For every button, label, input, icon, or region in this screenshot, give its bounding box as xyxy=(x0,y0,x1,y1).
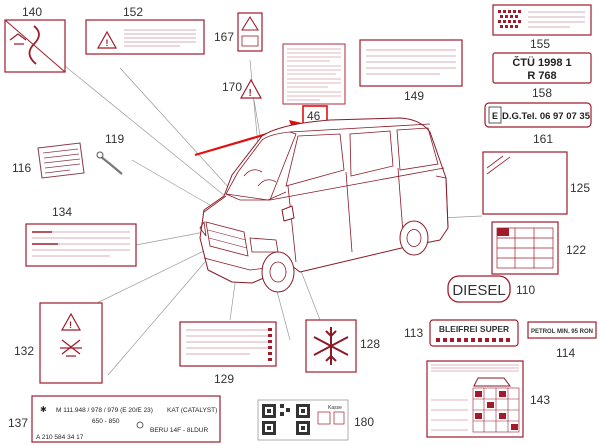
callout-119: 119 xyxy=(105,132,124,146)
label-46-plate xyxy=(282,43,346,105)
callout-180: 180 xyxy=(354,415,374,429)
van-icon xyxy=(473,377,511,387)
label-140: 140 xyxy=(4,5,66,73)
callout-125: 125 xyxy=(570,181,590,195)
catalyst-text: KAT (CATALYST) xyxy=(167,407,217,414)
engine-codes: M 111.948 / 978 / 979 (E 20/E 23) xyxy=(56,407,153,414)
callout-46: 46 xyxy=(307,109,321,123)
spring-icon xyxy=(28,25,40,65)
callout-140: 140 xyxy=(22,5,42,19)
label-167: 167 xyxy=(214,12,263,52)
diesel-text: DIESEL xyxy=(452,282,505,299)
warning-triangle-icon xyxy=(60,312,82,331)
callout-149: 149 xyxy=(404,89,424,103)
label-129: 129 xyxy=(179,321,277,386)
no-child-icon xyxy=(60,339,82,357)
snowflake-icon xyxy=(313,327,349,365)
label-158: ČTÜ 1998 1 R 768 158 xyxy=(492,52,592,100)
label-155: 155 xyxy=(492,4,592,51)
part-number: A 210 584 34 17 xyxy=(36,434,84,441)
callout-143: 143 xyxy=(530,393,550,407)
warning-triangle-icon xyxy=(241,15,259,31)
kasse-text: Kasse xyxy=(328,405,342,411)
label-114: PETROL MIN. 95 RON 114 xyxy=(527,321,597,360)
callout-134: 134 xyxy=(52,205,72,219)
label-170: 170 ! xyxy=(222,78,263,99)
callout-114: 114 xyxy=(556,346,575,360)
callout-116: 116 xyxy=(12,161,31,175)
qr-code-icon xyxy=(262,404,310,435)
rpm-range: 650 - 850 xyxy=(92,418,120,425)
callout-152: 152 xyxy=(123,5,143,19)
item-119: 119 xyxy=(96,132,124,175)
callout-128: 128 xyxy=(360,337,380,351)
callout-155: 155 xyxy=(530,37,550,51)
svg-text:!: ! xyxy=(249,88,252,99)
callout-170: 170 xyxy=(222,80,242,94)
callout-137: 137 xyxy=(8,416,28,430)
warning-triangle-icon xyxy=(96,30,118,49)
label-132: 132 ! xyxy=(14,302,103,384)
label-152: 152 ! xyxy=(85,5,205,55)
label-137: 137 ✱ M 111.948 / 978 / 979 (E 20/E 23) … xyxy=(8,395,221,443)
svg-text:!: ! xyxy=(106,38,109,48)
callout-167: 167 xyxy=(214,30,234,44)
label-113: 113 BLEIFREI SUPER xyxy=(404,319,519,347)
label-134: 134 xyxy=(25,205,137,267)
callout-113: 113 xyxy=(404,326,423,340)
callout-129: 129 xyxy=(214,372,234,386)
petrol-text: PETROL MIN. 95 RON xyxy=(531,329,593,335)
warning-triangle-icon xyxy=(239,78,263,99)
edg-phone: D.G.Tel. 06 97 07 35 xyxy=(502,111,591,122)
hand-icon xyxy=(9,33,27,45)
label-122: 122 xyxy=(491,221,586,275)
callout-122: 122 xyxy=(566,243,586,257)
spark-plug-text: BERU 14F - 8LDUR xyxy=(150,427,208,434)
label-110: DIESEL 110 xyxy=(447,275,535,303)
label-125: 125 xyxy=(482,151,590,215)
key-icon xyxy=(99,155,123,175)
svg-text:!: ! xyxy=(69,320,72,330)
ctu-line-2: R 768 xyxy=(527,70,556,82)
ctu-line-1: ČTÜ 1998 1 xyxy=(512,56,571,69)
label-180: Kasse 180 xyxy=(257,399,374,441)
label-128: 128 xyxy=(305,319,380,373)
bleifrei-text: BLEIFREI SUPER xyxy=(439,324,509,334)
star-icon: ✱ xyxy=(40,405,47,414)
gauge-icon xyxy=(136,421,144,429)
label-143: 143 xyxy=(426,360,550,438)
callout-110: 110 xyxy=(516,283,535,297)
callout-158: 158 xyxy=(532,86,552,100)
callout-161: 161 xyxy=(533,132,553,146)
van-illustration xyxy=(199,117,449,293)
label-161: E D.G.Tel. 06 97 07 35 161 xyxy=(484,102,592,146)
edg-prefix: E xyxy=(492,111,498,121)
label-149: 149 xyxy=(359,39,463,103)
label-116: 116 xyxy=(12,142,85,179)
callout-132: 132 xyxy=(14,344,34,358)
